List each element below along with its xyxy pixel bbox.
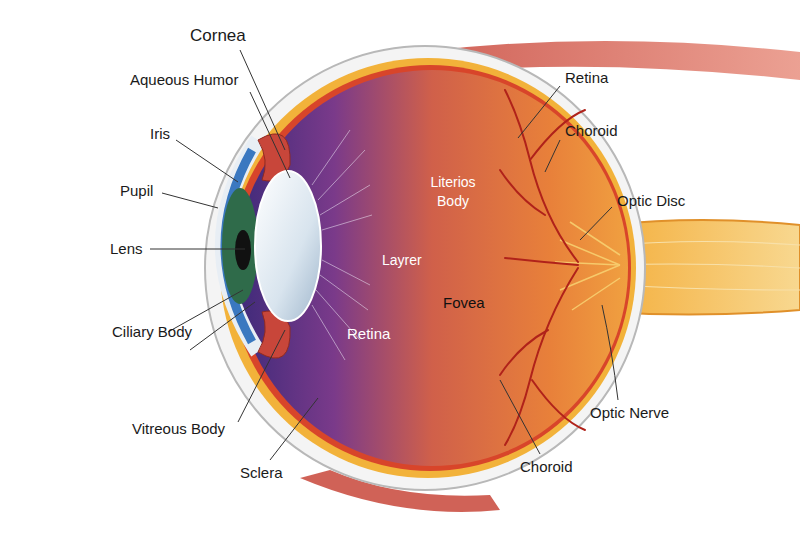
part-label: Pupil [120,181,153,200]
part-label: Ciliary Body [110,322,194,341]
part-label: Optic Nerve [590,403,669,422]
part-label: Cornea [190,26,246,45]
part-label: Lens [110,239,143,258]
part-label: Aqueous Humor [130,70,238,89]
part-label: Choroid [565,121,618,140]
part-label: Fovea [443,293,485,312]
part-label: Retina [347,324,390,343]
part-label: Layrer [382,251,422,270]
part-label: Choroid [520,457,573,476]
part-label: Optic Disc [617,191,685,210]
part-label: Literios Body [415,173,491,211]
part-label: Retina [565,68,608,87]
part-label: Iris [150,124,170,143]
part-label: Vitreous Body [132,419,225,438]
part-label: Sclera [240,463,283,482]
